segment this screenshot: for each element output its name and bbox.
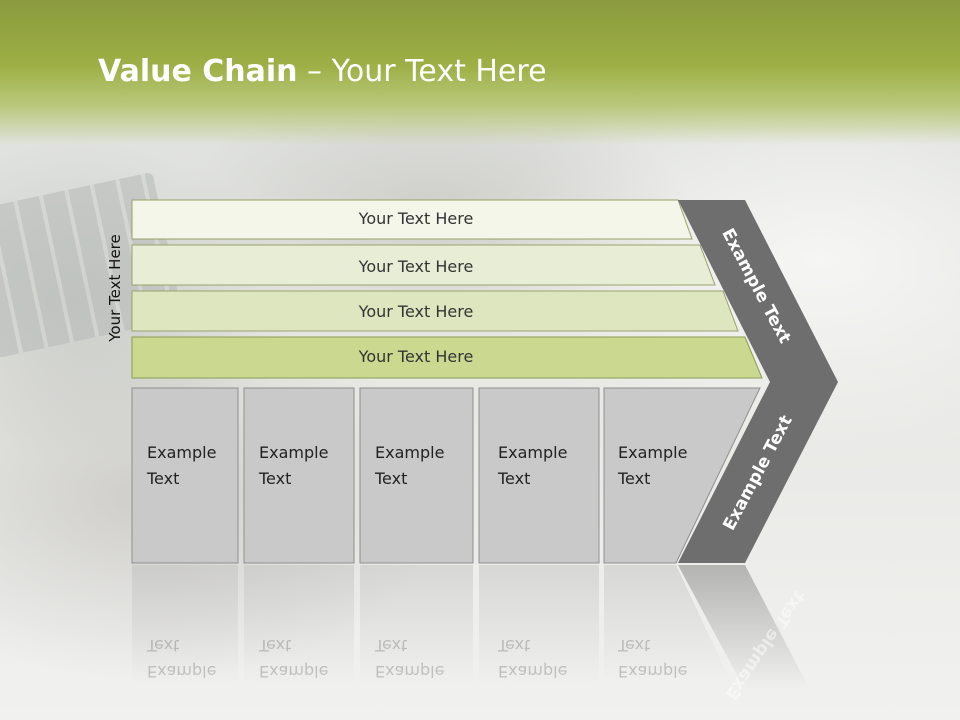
slide-title: Value Chain – Your Text Here: [98, 54, 547, 89]
box-5-label: Example Text: [618, 443, 688, 488]
bar-3: [131, 290, 739, 332]
box-3-label: Example Text: [375, 443, 445, 488]
bar-4: [131, 336, 763, 379]
bar-3-label: Your Text Here: [358, 302, 474, 321]
box-2-reflection: Example Text: [259, 636, 329, 681]
bar-1: [131, 199, 693, 240]
title-rest: – Your Text Here: [297, 54, 547, 89]
box-4-label: Example Text: [498, 443, 568, 488]
box-5-reflection: Example Text: [618, 636, 688, 681]
box-2: [243, 387, 355, 564]
title-bold: Value Chain: [98, 54, 298, 89]
bar-2: [131, 244, 716, 286]
bar-1-label: Your Text Here: [358, 209, 474, 228]
box-1-label: Example Text: [147, 443, 217, 488]
box-1-reflection: Example Text: [147, 636, 217, 681]
box-3: [359, 387, 474, 564]
box-2-label: Example Text: [259, 443, 329, 488]
box-4-reflection: Example Text: [498, 636, 568, 681]
box-4: [478, 387, 600, 564]
box-5: [603, 387, 761, 564]
bar-4-label: Your Text Here: [358, 347, 474, 366]
bar-2-label: Your Text Here: [358, 257, 474, 276]
chevron-arrow: [678, 200, 838, 563]
box-1: [131, 387, 239, 564]
header-band: [0, 0, 960, 145]
box-3-reflection: Example Text: [375, 636, 445, 681]
